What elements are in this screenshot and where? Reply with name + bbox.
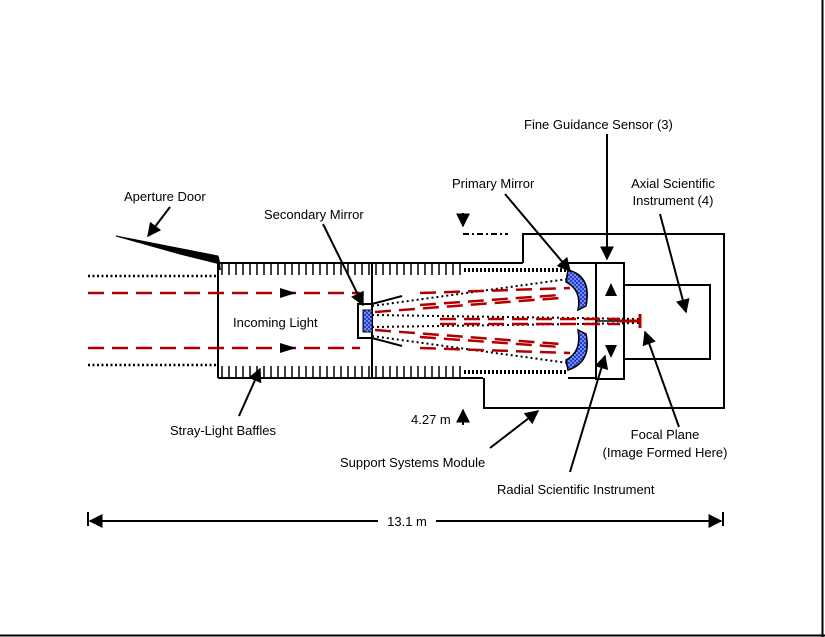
aperture-door: [115, 235, 221, 271]
aperture-door-label: Aperture Door: [124, 189, 206, 204]
diameter-dimension: [456, 213, 508, 425]
leader-arrows: [147, 134, 690, 473]
stray-light-baffles-label: Stray-Light Baffles: [170, 423, 276, 438]
diameter-label: 4.27 m: [411, 412, 451, 427]
support-systems-module-label: Support Systems Module: [340, 455, 485, 470]
secondary-mirror: [362, 309, 373, 333]
secondary-mirror-holder: [357, 295, 403, 347]
aft-shroud: [483, 233, 725, 409]
primary-mirror-lower: [565, 328, 588, 371]
length-dimension: [87, 512, 724, 528]
primary-mirror-baffle-rings: [464, 268, 568, 374]
length-label: 13.1 m: [387, 514, 427, 529]
stray-light-baffles: [221, 263, 461, 378]
fgs-arrows: [605, 283, 617, 358]
ray-direction-arrows: [280, 288, 296, 353]
primary-mirror-label: Primary Mirror: [452, 176, 535, 191]
axial-instrument-label-line2: Instrument (4): [633, 193, 714, 208]
fine-guidance-sensor-label: Fine Guidance Sensor (3): [524, 117, 673, 132]
focal-point: [620, 314, 642, 328]
incoming-light-label: Incoming Light: [233, 315, 318, 330]
focal-plane-label-line1: Focal Plane: [631, 427, 700, 442]
primary-mirror-upper: [565, 269, 588, 312]
tube-outer-wall: [88, 274, 218, 367]
focal-plane-label-line2: (Image Formed Here): [603, 445, 728, 460]
axial-instrument-label-line1: Axial Scientific: [631, 176, 715, 191]
incoming-light-rays: [88, 286, 620, 355]
secondary-mirror-label: Secondary Mirror: [264, 207, 364, 222]
radial-instrument-label: Radial Scientific Instrument: [497, 482, 655, 497]
